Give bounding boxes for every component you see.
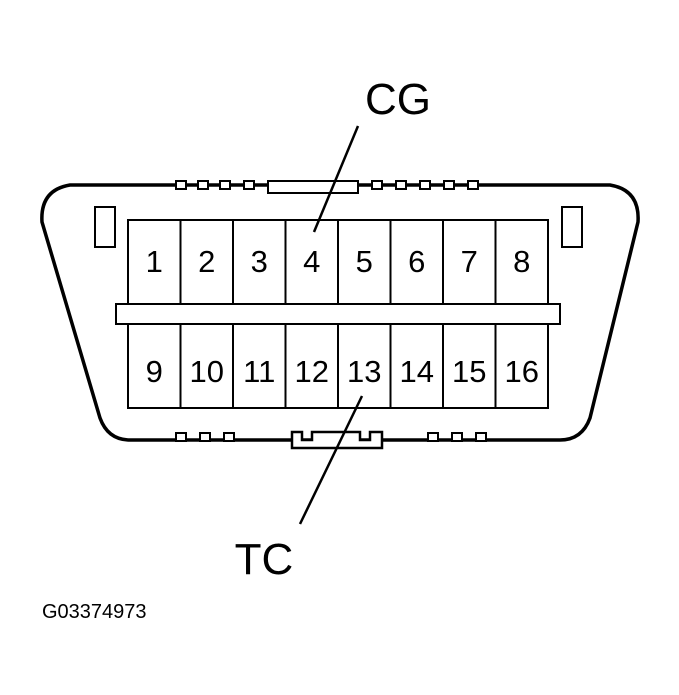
pin-cell-box [442,323,497,409]
pin-cell-box [232,219,287,305]
center-divider-bar [115,303,561,325]
pin-cell-box [337,219,392,305]
tc-callout-label: TC [235,535,294,584]
pin-cell-8: 8 [494,219,549,305]
pin-cell-box [179,323,234,409]
pin-cell-13: 13 [337,323,392,409]
pin-cell-10: 10 [179,323,234,409]
pin-cell-box [232,323,287,409]
pin-cell-box [127,323,182,409]
pin-cell-15: 15 [442,323,497,409]
pin-cell-1: 1 [127,219,182,305]
tc-leader-line [298,395,364,525]
pin-cell-3: 3 [232,219,287,305]
left-latch-slot [94,206,116,248]
pin-cell-11: 11 [232,323,287,409]
pin-cell-2: 2 [179,219,234,305]
pin-cell-6: 6 [389,219,444,305]
pin-cell-7: 7 [442,219,497,305]
pin-number: 5 [356,244,373,279]
pin-number: 2 [198,244,215,279]
pin-number: 11 [243,354,275,389]
pin-number: 1 [146,244,163,279]
pin-number: 8 [513,244,530,279]
pin-cell-box [389,219,444,305]
pin-number: 3 [251,244,268,279]
pin-cell-4: 4 [284,219,339,305]
pin-cell-box [494,219,549,305]
bottom-pin-row: 9 10 11 12 13 14 15 16 [127,323,549,409]
top-edge-notches [175,180,479,194]
pin-number: 12 [295,354,329,389]
cg-callout-label: CG [365,75,431,124]
pin-number: 9 [146,354,163,389]
pin-cell-box [127,219,182,305]
figure-code: G03374973 [42,601,147,623]
pin-number: 16 [505,354,539,389]
pin-cell-box [442,219,497,305]
pin-cell-9: 9 [127,323,182,409]
pin-cell-box [179,219,234,305]
pin-cell-14: 14 [389,323,444,409]
pin-cell-box [284,323,339,409]
pin-cell-12: 12 [284,323,339,409]
pin-number: 10 [190,354,224,389]
cg-leader-line [312,125,360,233]
bottom-key-tab [290,430,384,450]
bottom-edge-notches [175,432,487,442]
pin-number: 7 [461,244,478,279]
pin-number: 6 [408,244,425,279]
pin-cell-5: 5 [337,219,392,305]
pin-number: 15 [452,354,486,389]
pin-number: 14 [400,354,434,389]
pin-number: 13 [347,354,381,389]
pin-number: 4 [303,244,320,279]
right-latch-slot [561,206,583,248]
pin-cell-16: 16 [494,323,549,409]
